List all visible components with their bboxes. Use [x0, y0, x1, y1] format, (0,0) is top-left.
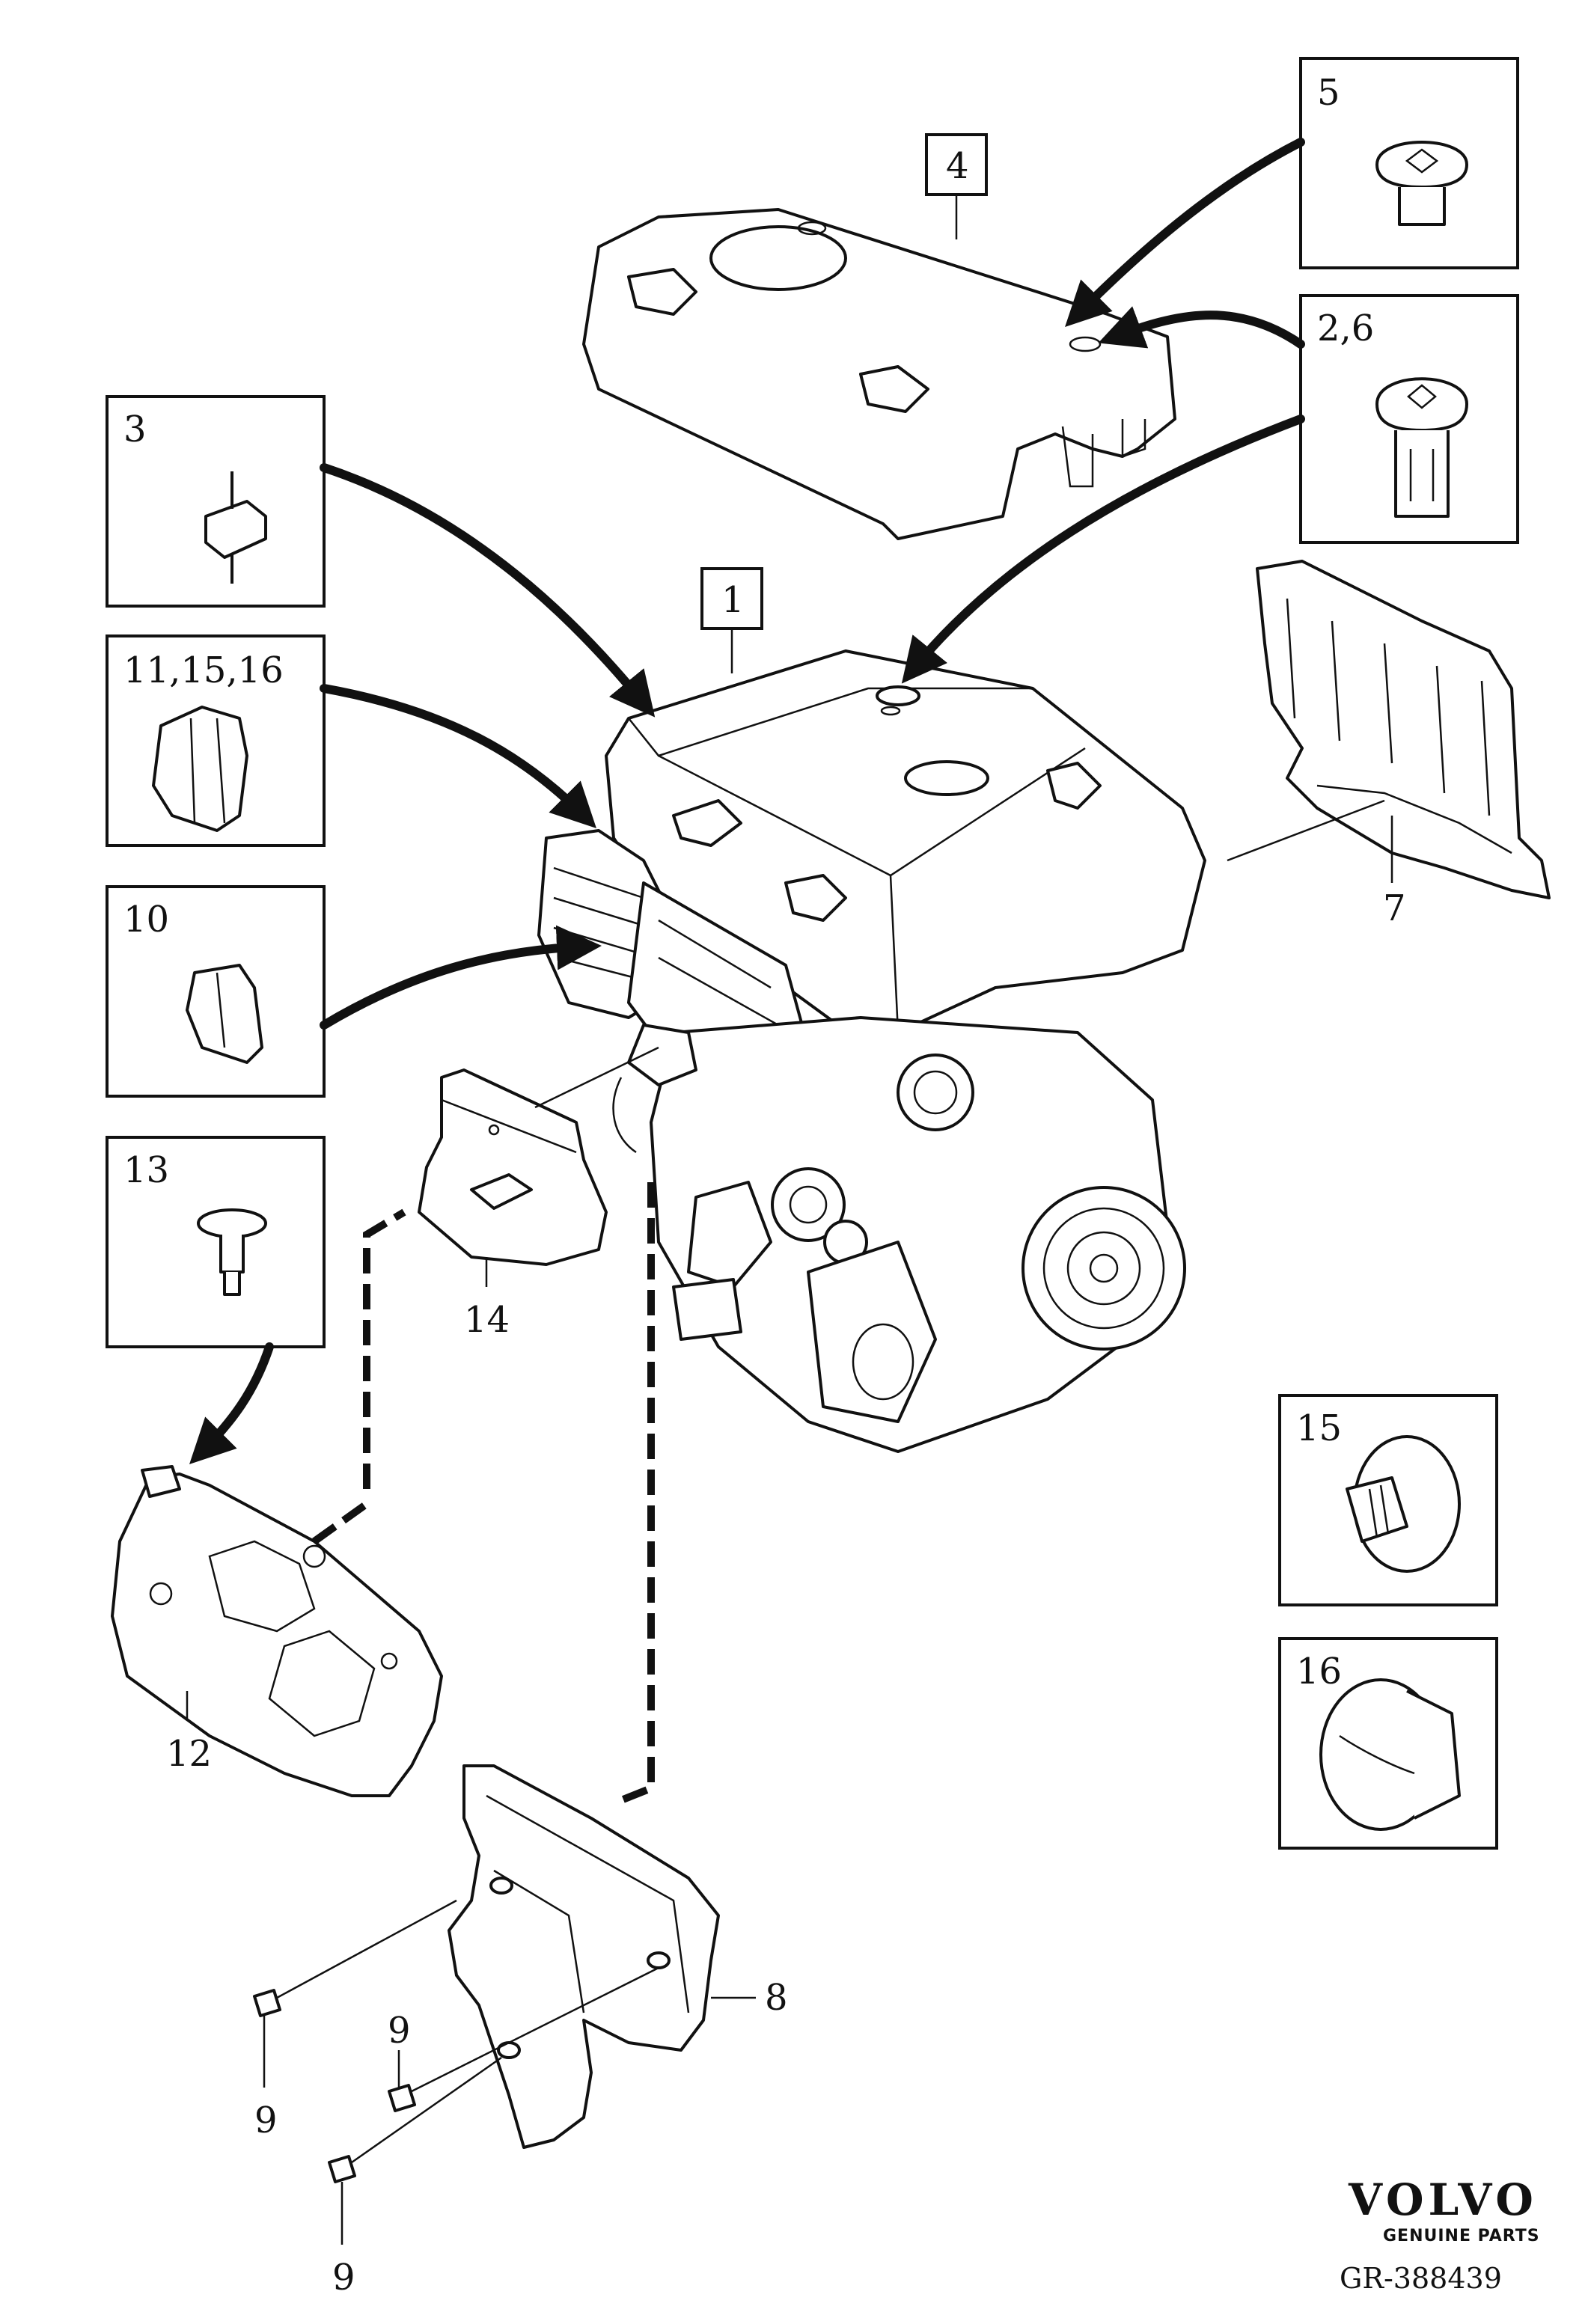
callout-number-1: 1: [721, 579, 745, 621]
heat-shield-part-12: [111, 1465, 443, 1797]
callout-box-10: [106, 885, 326, 1098]
callout-box-1: [700, 567, 763, 673]
callout-box-3: [106, 395, 326, 608]
callout-number-8: 8: [765, 1977, 788, 2019]
callout-number-4: 4: [946, 145, 969, 187]
callout-box-2-6: [1299, 294, 1519, 544]
callout-box-16: [1278, 1637, 1498, 1850]
heat-shield-part-7: [1256, 560, 1551, 899]
bolt-part-9-a: [253, 1899, 457, 2088]
callout-box-5: [1299, 57, 1519, 269]
callout-box-13: [106, 1136, 326, 1348]
dashed-guides: [312, 1182, 655, 1807]
callout-box-11-15-16: [106, 634, 326, 847]
callout-number-3: 3: [123, 409, 147, 450]
callout-box-15: [1278, 1394, 1498, 1606]
callout-number-16: 16: [1296, 1651, 1342, 1692]
callout-number-2-6: 2,6: [1317, 308, 1374, 349]
callout-number-14: 14: [464, 1299, 510, 1341]
callout-number-11-15-16: 11,15,16: [123, 649, 284, 691]
brand-tagline: GENUINE PARTS: [1383, 2227, 1540, 2245]
callout-box-4: [925, 133, 988, 239]
brand-name: VOLVO: [1348, 2174, 1538, 2225]
volvo-logo: VOLVO GENUINE PARTS: [1348, 2174, 1540, 2245]
callout-number-15: 15: [1296, 1407, 1342, 1449]
callout-number-13: 13: [123, 1149, 169, 1191]
arrows: [186, 138, 1393, 1999]
engine-assembly-part-1: [537, 649, 1206, 1453]
bolt-part-9-b: [388, 1966, 659, 2112]
bolt-part-9-c: [328, 2056, 502, 2245]
drawing-number: GR-388439: [1340, 2262, 1502, 2295]
heat-shield-part-8: [448, 1764, 720, 2149]
heat-shield-part-14: [418, 1068, 608, 1266]
callout-number-9-a: 9: [254, 2100, 278, 2141]
callout-number-9-c: 9: [332, 2257, 355, 2299]
callout-labels: 5 2,6 4 1 3 11,15,16 10 13 15 16 7 14 12…: [123, 72, 1406, 2299]
callout-number-7: 7: [1383, 887, 1406, 929]
callout-number-12: 12: [166, 1733, 212, 1775]
callout-number-9-b: 9: [388, 2010, 411, 2052]
callout-number-5: 5: [1317, 72, 1340, 114]
callout-number-10: 10: [123, 899, 169, 941]
engine-cover-part-4: [582, 208, 1176, 540]
